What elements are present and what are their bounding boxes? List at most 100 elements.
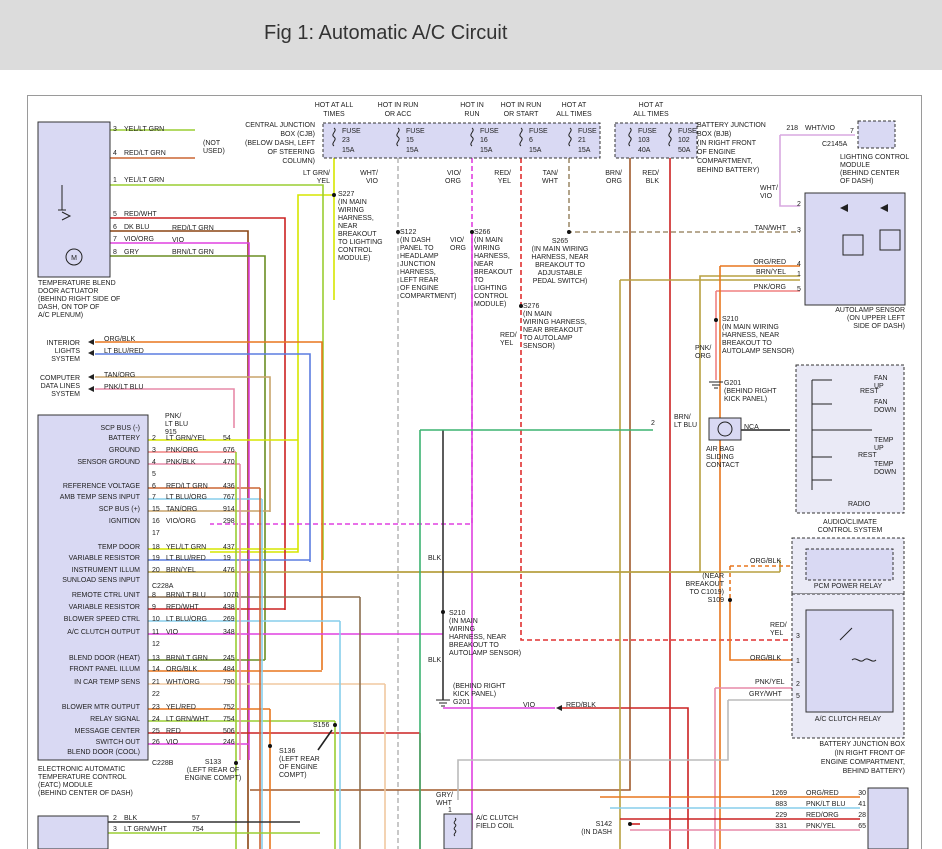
splice-s266 — [470, 230, 474, 234]
eatc-pin-name: BATTERY — [108, 435, 140, 442]
fuse-label: FUSE — [529, 128, 548, 135]
ac-relay-bjb-label: BATTERY JUNCTION BOX — [819, 741, 905, 748]
circuit-number: 767 — [223, 494, 235, 501]
wire-color-label: YEL/RED — [166, 704, 196, 711]
pin-number: 3 — [113, 826, 117, 833]
fuse-number: 23 — [342, 137, 350, 144]
air-bag-label: AIR BAG — [706, 446, 734, 453]
audio-switch-label: UP — [874, 445, 884, 452]
bjb-label: (IN RIGHT FRONT — [697, 140, 757, 147]
ac-clutch-relay — [805, 609, 894, 713]
splice-s142-label: S142 — [596, 821, 612, 828]
red-wht-wire — [110, 217, 286, 610]
eatc-pin-number: 10 — [152, 616, 160, 623]
fuse-column-label: TIMES — [323, 111, 345, 118]
audio-switch-label: REST — [858, 452, 877, 459]
eatc-pin-number: C228A — [152, 583, 174, 590]
pcm-connector — [867, 787, 909, 849]
eatc-pin-name: BLOWER MTR OUTPUT — [62, 704, 141, 711]
eatc-pin-name: IN CAR TEMP SENS — [74, 679, 140, 686]
fuse-number: 102 — [678, 137, 690, 144]
cjb-label: (BELOW DASH, LEFT — [245, 140, 316, 147]
wire-color-label: LT BLU — [165, 421, 188, 428]
eatc-pin-name: SCP BUS (-) — [100, 425, 140, 432]
interior-lights-label: SYSTEM — [51, 356, 80, 363]
circuit-number: 298 — [223, 518, 235, 525]
wire-color-label: DK BLU — [124, 224, 149, 231]
vio-wire — [110, 242, 250, 760]
wire-color-label: PNK/ — [695, 345, 711, 352]
splice-s210-right-label: (IN MAIN WIRING — [722, 324, 779, 331]
connector-arrow-icon — [88, 339, 94, 345]
fuse-icon — [628, 127, 632, 147]
pin-number: 3 — [113, 126, 117, 133]
wire-color-label: GRY/ — [436, 792, 453, 799]
eatc-pin-number: 25 — [152, 728, 160, 735]
wht-vio-wire — [779, 135, 800, 207]
circuit-number: 1269 — [771, 790, 787, 797]
wire-color-label: WHT/ORG — [166, 679, 200, 686]
relay-switch-icon — [839, 627, 877, 662]
wire-color-label: WHT/VIO — [805, 125, 835, 132]
bjb-label: COMPARTMENT, — [697, 158, 752, 165]
eatc-pin-name: SENSOR GROUND — [77, 459, 140, 466]
eatc-pin-name: BLOWER SPEED CTRL — [64, 616, 140, 623]
wire-color-label: YEL/LT GRN — [166, 544, 206, 551]
audio-switch-label: UP — [874, 383, 884, 390]
circuit-number: 246 — [223, 739, 235, 746]
autolamp-sensor — [804, 192, 906, 306]
splice-s210-mid-label: (IN MAIN — [449, 618, 478, 625]
nca-label: NCA — [744, 424, 759, 431]
wire-color-label: VIO — [166, 739, 179, 746]
splice-s136-label: COMPT) — [279, 772, 307, 779]
splice-s122-label: OF ENGINE — [400, 285, 439, 292]
wire-color-label: LT BLU/ORG — [166, 494, 207, 501]
pin-number: 2 — [651, 420, 655, 427]
eatc-pin-number: 17 — [152, 530, 160, 537]
eatc-pin-name: VARIABLE RESISTOR — [69, 555, 140, 562]
splice-s133-label: (LEFT REAR OF — [187, 767, 239, 774]
autolamp-label: (ON UPPER LEFT — [847, 315, 906, 322]
ground-g201-label: KICK PANEL) — [453, 691, 496, 698]
eatc-pin-name: FRONT PANEL ILLUM — [69, 666, 140, 673]
fuse-amp: 15A — [342, 147, 355, 154]
wire-color-label: RED — [166, 728, 181, 735]
eatc-pin-name: AMB TEMP SENS INPUT — [60, 494, 141, 501]
eatc-pin-name: SCP BUS (+) — [99, 506, 140, 513]
splice-s136-label: (LEFT REAR — [279, 756, 320, 763]
wire-color-label: LT GRN/YEL — [166, 435, 206, 442]
eatc-pin-name: IGNITION — [109, 518, 140, 525]
circuit-number: 883 — [775, 801, 787, 808]
lighting-module-label: (BEHIND CENTER — [840, 170, 900, 177]
pnk-lt-blu-wire — [95, 388, 235, 428]
pin-number: 4 — [797, 261, 801, 268]
fuse-column-label: HOT IN RUN — [501, 102, 542, 109]
circuit-number: 914 — [223, 506, 235, 513]
eatc-pin-number: 22 — [152, 691, 160, 698]
fuse-column-label: HOT AT — [562, 102, 587, 109]
fuse-amp: 50A — [678, 147, 691, 154]
ground-g201-right-label: G201 — [724, 380, 741, 387]
wire-color-label: PNK/ORG — [754, 284, 786, 291]
audio-switch-label: FAN — [874, 399, 888, 406]
blend-actuator-label: DOOR ACTUATOR — [38, 288, 98, 295]
audio-switch-label: REST — [860, 388, 879, 395]
splice-s136-label: S136 — [279, 748, 295, 755]
fuse-number: 21 — [578, 137, 586, 144]
wire-color-label: LT GRN/ — [303, 170, 330, 177]
wire-color-label: BLK — [124, 815, 138, 822]
air-bag-label: CONTACT — [706, 462, 740, 469]
splice-s265-label: ADJUSTABLE — [538, 270, 583, 277]
bjb-label: BATTERY JUNCTION — [697, 122, 766, 129]
fuse-column-label: OR START — [504, 111, 539, 118]
resistor-ladder-icon — [811, 379, 872, 490]
eatc-pin-name: BLEND DOOR (COOL) — [67, 749, 140, 756]
wire-color-label: LT BLU/RED — [166, 555, 206, 562]
splice-s265-label: BREAKOUT TO — [535, 262, 585, 269]
pin-number: 1 — [448, 807, 452, 814]
wire-color-label: LT BLU — [674, 422, 697, 429]
blend-actuator-label: DASH, ON TOP OF — [38, 304, 99, 311]
circuit-number: 676 — [223, 447, 235, 454]
eatc-pin-number: 8 — [152, 592, 156, 599]
wire-color-label: LT GRN/WHT — [124, 826, 168, 833]
